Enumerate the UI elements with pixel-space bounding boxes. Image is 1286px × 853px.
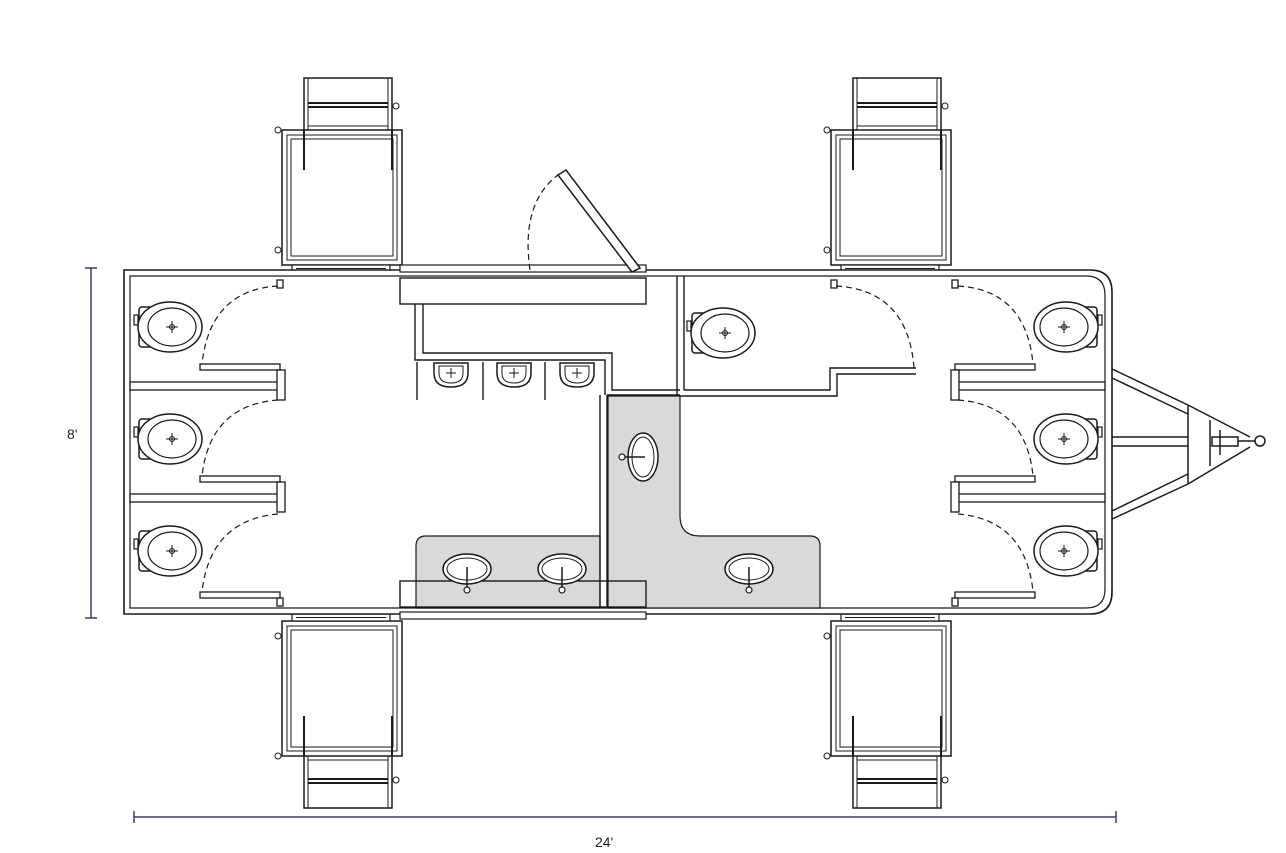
- urinal-1: [433, 362, 469, 388]
- toilet-accessible-stall: [686, 307, 756, 359]
- right-stall-partitions: [830, 279, 1106, 607]
- height-label: 8': [67, 426, 77, 442]
- toilet-right-3: [1034, 526, 1102, 576]
- toilet-right-1: [1034, 302, 1102, 352]
- height-dimension: [85, 267, 97, 619]
- toilet-left-2: [133, 413, 203, 465]
- interior-walls: [399, 276, 916, 608]
- left-stall-partitions: [129, 279, 286, 607]
- urinal-3: [559, 362, 595, 388]
- left-stall-door-swings: [201, 285, 279, 593]
- entry-stair-top-left: [274, 77, 403, 273]
- width-label: 24': [595, 834, 613, 850]
- trailer-hitch: [1109, 367, 1266, 521]
- entry-stair-top-right: [823, 77, 952, 273]
- entry-stair-bottom-right: [823, 613, 952, 809]
- door-thresholds: [399, 264, 647, 620]
- entry-door: [527, 169, 642, 273]
- toilet-right-2: [1034, 414, 1102, 464]
- width-dimension: [133, 811, 1117, 823]
- entry-stair-bottom-left: [274, 613, 403, 809]
- urinal-2: [496, 362, 532, 388]
- toilet-left-3: [133, 525, 203, 577]
- toilet-left-1: [133, 301, 203, 353]
- right-stall-door-swings: [835, 285, 1034, 593]
